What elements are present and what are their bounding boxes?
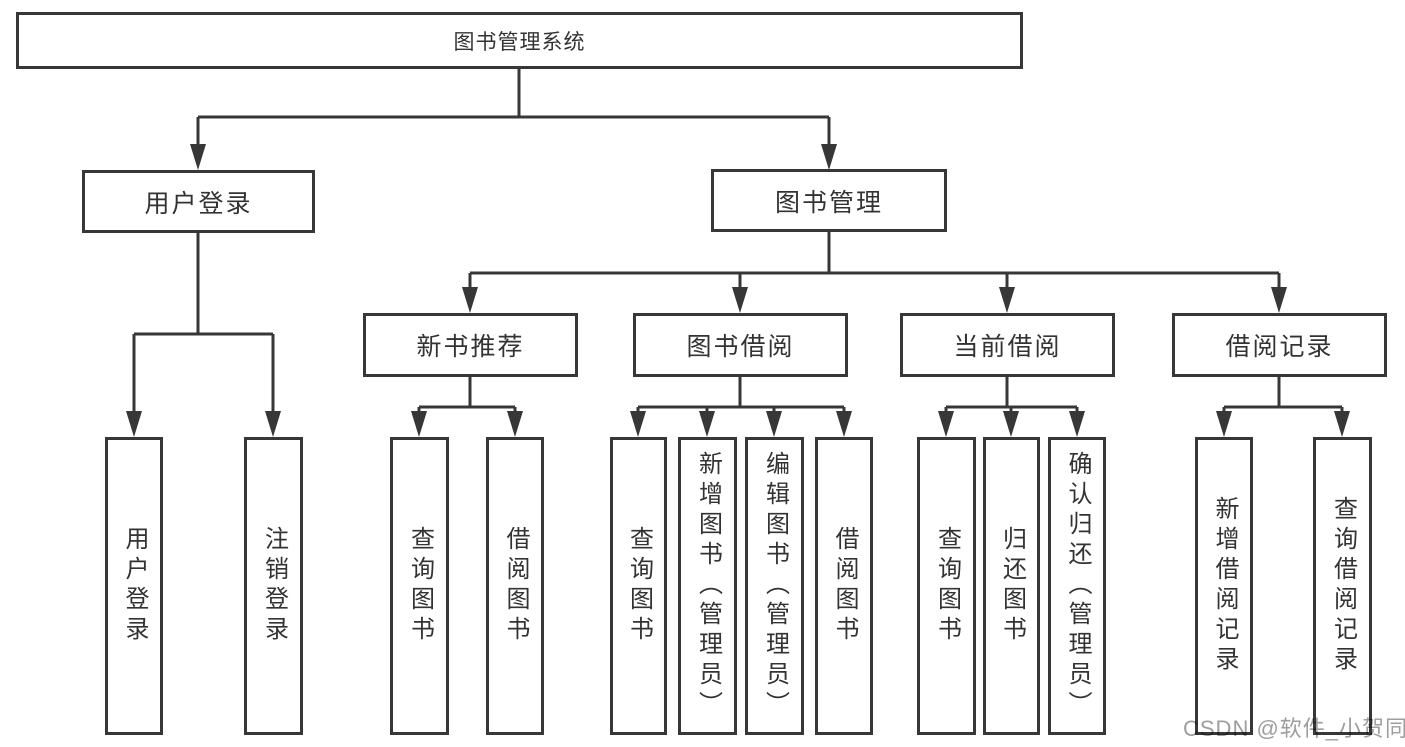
csdn-watermark: CSDN @软件_小贺同学: [1183, 716, 1405, 741]
leaf-user-login: 用户登录: [105, 437, 163, 735]
leaf-return-books: 归还图书: [983, 437, 1040, 735]
leaf-confirm-return-admin: 确认归还（管理员）: [1048, 437, 1106, 735]
node-book-management: 图书管理: [711, 169, 947, 232]
leaf-logout: 注销登录: [244, 437, 303, 735]
leaf-query-books-borrow: 查询图书: [610, 437, 667, 735]
leaf-borrow-books-recommend: 借阅图书: [486, 437, 544, 735]
node-current-borrow: 当前借阅: [900, 313, 1115, 377]
leaf-query-borrow-record: 查询借阅记录: [1313, 437, 1372, 735]
leaf-borrow-books: 借阅图书: [815, 437, 873, 735]
leaf-query-books-current: 查询图书: [917, 437, 976, 735]
leaf-add-books-admin: 新增图书（管理员）: [678, 437, 737, 735]
node-borrow-records: 借阅记录: [1172, 313, 1387, 377]
leaf-add-borrow-record: 新增借阅记录: [1195, 437, 1253, 735]
leaf-edit-books-admin: 编辑图书（管理员）: [745, 437, 804, 735]
node-book-borrow: 图书借阅: [633, 313, 848, 377]
node-new-book-recommend: 新书推荐: [363, 313, 578, 377]
node-root-library-system: 图书管理系统: [16, 12, 1023, 69]
leaf-query-books-recommend: 查询图书: [390, 437, 449, 735]
node-user-login: 用户登录: [82, 170, 315, 233]
